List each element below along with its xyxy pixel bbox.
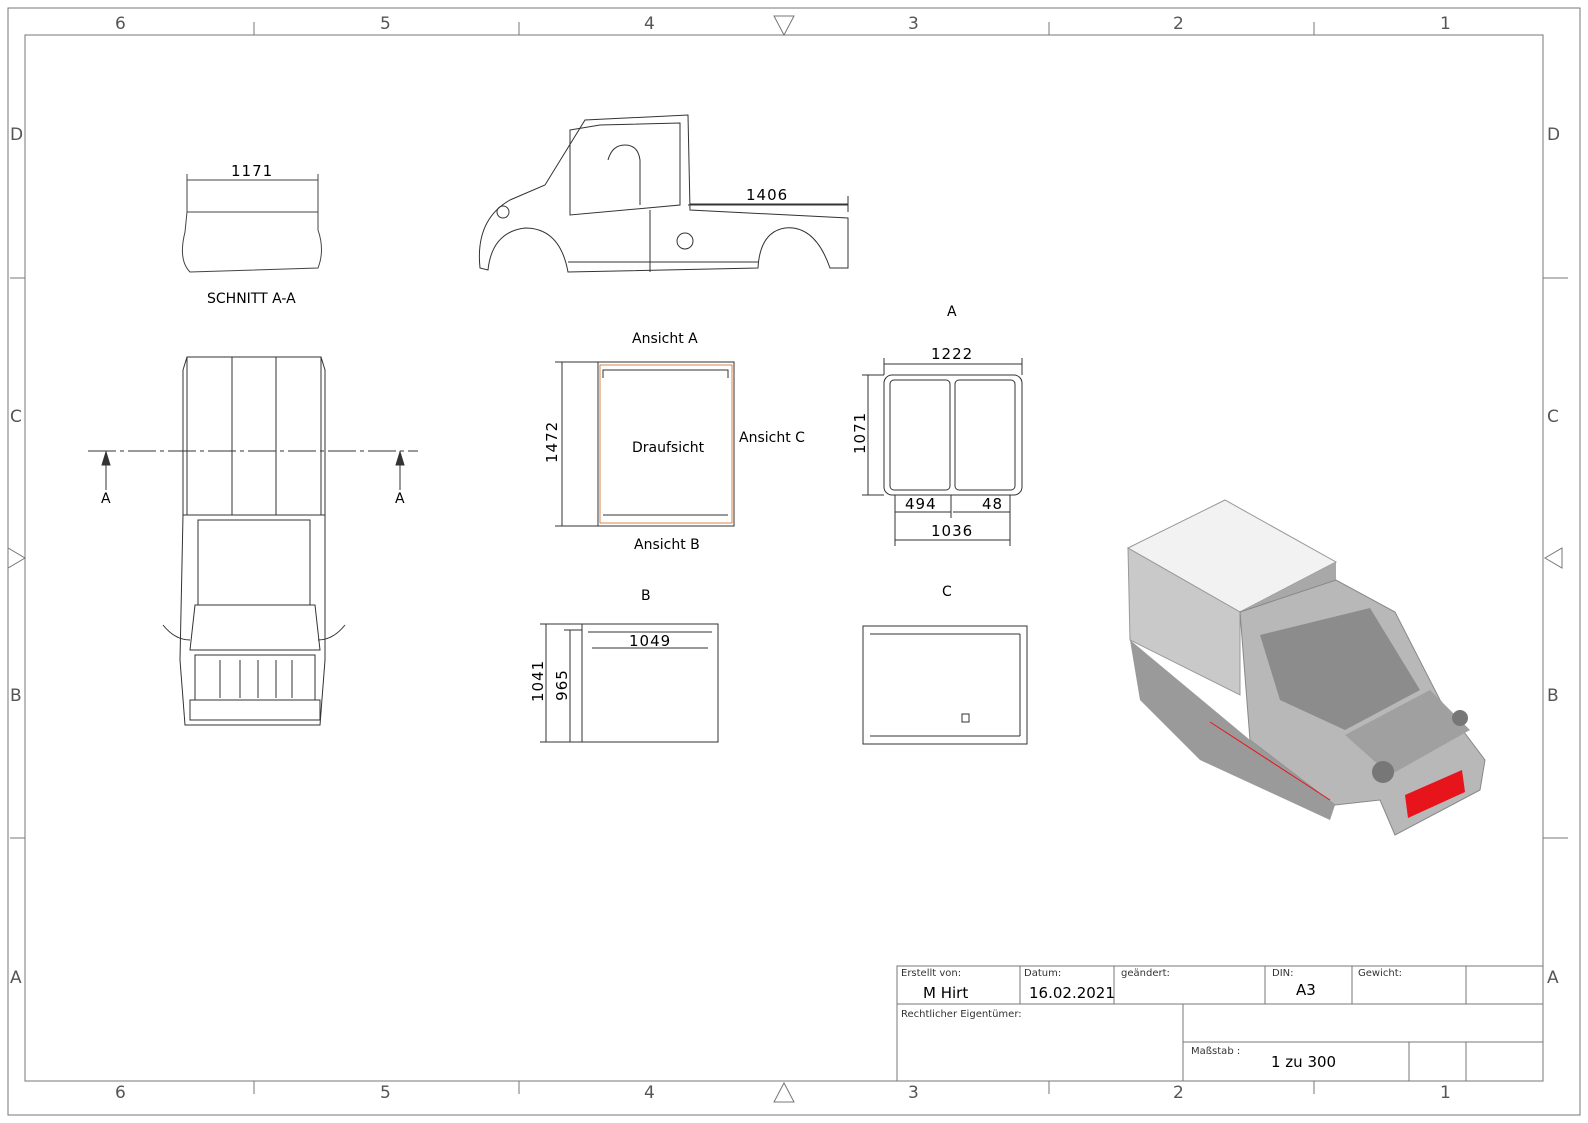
draufsicht-label: Draufsicht <box>632 440 705 456</box>
zone-col-1-top: 1 <box>1440 14 1451 34</box>
view-a-title: A <box>947 304 957 320</box>
view-b-inner-height-dim: 965 <box>553 669 571 701</box>
view-b-drawing <box>540 623 719 743</box>
zone-col-3-top: 3 <box>908 14 919 34</box>
din-label: DIN: <box>1272 968 1294 979</box>
zone-row-b-right: B <box>1547 686 1559 706</box>
draufsicht-drawing <box>555 361 735 527</box>
view-c-title: C <box>942 584 952 600</box>
view-a-total-dim: 1036 <box>931 522 974 540</box>
ansicht-a-label: Ansicht A <box>632 331 698 347</box>
side-view-drawing <box>478 114 849 273</box>
view-b-outer-height-dim: 1041 <box>529 659 547 702</box>
isometric-render <box>1126 499 1486 836</box>
datum-label: Datum: <box>1024 968 1062 979</box>
view-a-drawing <box>862 358 1023 546</box>
view-a-right-bottom-dim: 48 <box>982 495 1004 513</box>
zone-col-1-bottom: 1 <box>1440 1083 1451 1103</box>
massstab-label: Maßstab : <box>1191 1046 1241 1057</box>
massstab-value: 1 zu 300 <box>1271 1053 1337 1071</box>
erstellt-label: Erstellt von: <box>901 968 962 979</box>
zone-row-d-right: D <box>1547 125 1561 145</box>
zone-col-5-top: 5 <box>380 14 391 34</box>
view-a-height-dim: 1071 <box>851 411 869 454</box>
view-a-width-dim: 1222 <box>931 345 974 363</box>
section-width-dim: 1171 <box>231 162 274 180</box>
zone-col-4-bottom: 4 <box>644 1083 655 1103</box>
section-a-a-drawing <box>181 174 322 273</box>
geaendert-label: geändert: <box>1121 968 1170 979</box>
ansicht-b-label: Ansicht B <box>634 537 700 553</box>
ansicht-c-label: Ansicht C <box>739 430 805 446</box>
zone-col-6-top: 6 <box>115 14 126 34</box>
cut-marker-left: A <box>101 491 111 507</box>
zone-row-c-left: C <box>10 407 22 427</box>
erstellt-value: M Hirt <box>923 984 969 1002</box>
zone-col-6-bottom: 6 <box>115 1083 126 1103</box>
zone-row-a-right: A <box>1547 968 1559 988</box>
side-view-dim: 1406 <box>746 186 789 204</box>
zone-row-a-left: A <box>10 968 22 988</box>
zone-row-d-left: D <box>10 125 24 145</box>
zone-col-4-top: 4 <box>644 14 655 34</box>
sheet-frame <box>7 7 1581 1116</box>
section-label: SCHNITT A-A <box>207 291 296 307</box>
gewicht-label: Gewicht: <box>1358 968 1402 979</box>
eigentuemer-label: Rechtlicher Eigentümer: <box>901 1009 1022 1020</box>
top-view-drawing <box>88 356 418 726</box>
zone-row-b-left: B <box>10 686 22 706</box>
cut-marker-right: A <box>395 491 405 507</box>
zone-col-3-bottom: 3 <box>908 1083 919 1103</box>
zone-col-5-bottom: 5 <box>380 1083 391 1103</box>
view-a-left-bottom-dim: 494 <box>905 495 937 513</box>
view-b-title: B <box>641 588 651 604</box>
title-block-grid <box>896 965 1544 1082</box>
view-b-width-dim: 1049 <box>629 632 672 650</box>
view-c-drawing <box>862 625 1028 745</box>
din-value: A3 <box>1296 981 1316 999</box>
zone-row-c-right: C <box>1547 407 1559 427</box>
zone-col-2-top: 2 <box>1173 14 1184 34</box>
datum-value: 16.02.2021 <box>1029 984 1115 1002</box>
zone-col-2-bottom: 2 <box>1173 1083 1184 1103</box>
draufsicht-height-dim: 1472 <box>543 420 561 463</box>
